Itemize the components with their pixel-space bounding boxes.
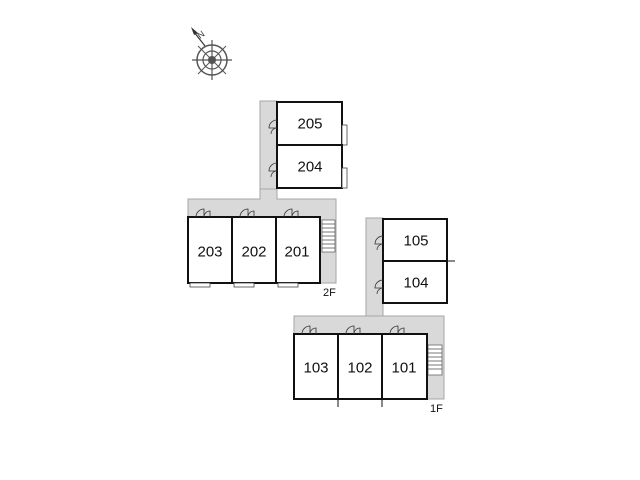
unit-label: 101 — [391, 360, 416, 377]
stair-2f-icon — [321, 219, 336, 253]
unit-label: 203 — [197, 244, 222, 261]
door-105b-icon — [376, 243, 384, 251]
unit-202[interactable]: 202 — [231, 216, 277, 284]
corridor-2f-upper — [259, 100, 278, 190]
door-204-icon — [268, 162, 278, 172]
door-105-icon — [374, 235, 384, 245]
door-202-icon — [239, 208, 249, 218]
unit-205[interactable]: 205 — [276, 101, 343, 146]
door-205b-icon — [270, 127, 278, 135]
balcony-202 — [233, 282, 255, 288]
door-102-icon — [345, 325, 355, 335]
unit-label: 201 — [284, 244, 309, 261]
floor-label-2f: 2F — [323, 287, 336, 299]
floor-label-1f: 1F — [430, 403, 443, 415]
compass-north-label: N — [195, 29, 206, 41]
door-104b-icon — [376, 287, 384, 295]
door-204b-icon — [270, 170, 278, 178]
door-101b-icon — [397, 327, 405, 335]
unit-201[interactable]: 201 — [275, 216, 321, 284]
unit-103[interactable]: 103 — [293, 333, 339, 400]
unit-101[interactable]: 101 — [381, 333, 428, 400]
unit-204[interactable]: 204 — [276, 144, 343, 189]
door-205-icon — [268, 119, 278, 129]
door-104-icon — [374, 279, 384, 289]
unit-102[interactable]: 102 — [337, 333, 383, 400]
corridor-1f-upper — [365, 217, 384, 317]
floor-2f: 205 204 203 202 201 — [187, 100, 348, 299]
balcony-203 — [189, 282, 211, 288]
door-203-icon — [195, 208, 205, 218]
compass-rose-icon — [191, 27, 232, 80]
door-103-icon — [301, 325, 311, 335]
unit-label: 103 — [303, 360, 328, 377]
unit-203[interactable]: 203 — [187, 216, 233, 284]
balcony-204 — [341, 167, 348, 189]
unit-104[interactable]: 104 — [382, 260, 448, 304]
door-202b-icon — [247, 210, 255, 218]
door-102b-icon — [353, 327, 361, 335]
balcony-201 — [277, 282, 299, 288]
unit-label: 205 — [297, 116, 322, 133]
door-203b-icon — [203, 210, 211, 218]
unit-label: 104 — [403, 275, 428, 292]
floor-1f: 105 104 103 102 101 — [293, 217, 455, 415]
unit-label: 105 — [403, 233, 428, 250]
unit-label: 204 — [297, 159, 322, 176]
balcony-205 — [341, 124, 348, 146]
door-201b-icon — [291, 210, 299, 218]
door-103b-icon — [309, 327, 317, 335]
unit-105[interactable]: 105 — [382, 218, 448, 262]
door-101-icon — [389, 325, 399, 335]
door-201-icon — [283, 208, 293, 218]
stair-1f-icon — [427, 344, 443, 376]
unit-label: 202 — [241, 244, 266, 261]
unit-label: 102 — [347, 360, 372, 377]
